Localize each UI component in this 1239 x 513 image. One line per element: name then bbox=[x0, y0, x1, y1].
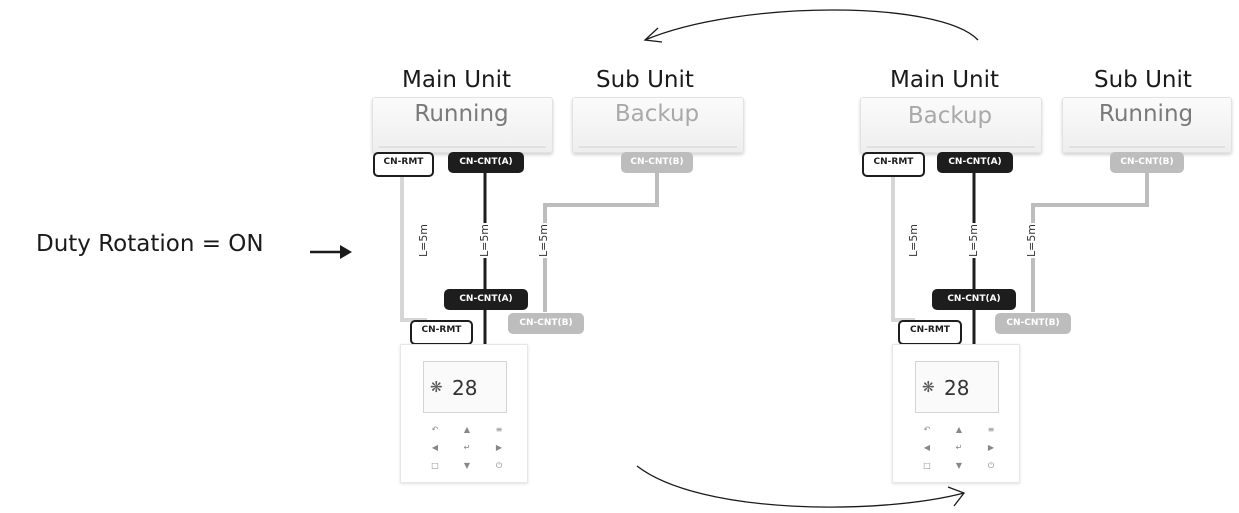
sub-unit-status: Running bbox=[1098, 101, 1194, 127]
remote-display: ❋ 28 bbox=[423, 361, 507, 413]
main-cn-cnt-a-connector: CN-CNT(A) bbox=[448, 152, 524, 173]
main-unit-title: Main Unit bbox=[402, 67, 512, 93]
main-cn-rmt-connector: CN-RMT bbox=[373, 152, 434, 177]
remote-temperature: 28 bbox=[944, 376, 970, 400]
mode-button: □ bbox=[923, 461, 931, 470]
main-unit-status: Backup bbox=[907, 103, 993, 129]
cable-length-2: L=5m bbox=[478, 222, 492, 259]
remote-temperature: 28 bbox=[452, 376, 478, 400]
enter-button: ↵ bbox=[955, 443, 963, 452]
sub-indoor-unit bbox=[572, 97, 744, 153]
fan-icon: ❋ bbox=[922, 378, 935, 396]
back-button: ↶ bbox=[431, 425, 439, 434]
remote-cn-cnt-b-connector: CN-CNT(B) bbox=[995, 313, 1071, 334]
remote-cn-cnt-a-connector: CN-CNT(A) bbox=[932, 289, 1016, 310]
remote-cn-rmt-connector: CN-RMT bbox=[898, 320, 962, 345]
sub-unit-title: Sub Unit bbox=[596, 67, 694, 93]
menu-button: ≡ bbox=[987, 425, 995, 434]
remote-cn-cnt-b-connector: CN-CNT(B) bbox=[508, 313, 584, 334]
wired-remote-controller: ❋ 28 ↶ ▲ ≡ ◀ ↵ ▶ □ ▼ ⏻ bbox=[400, 344, 528, 483]
down-button: ▼ bbox=[955, 461, 963, 470]
duty-rotation-label: Duty Rotation = ON bbox=[36, 231, 264, 257]
cable-length-3: L=5m bbox=[1025, 222, 1039, 259]
up-button: ▲ bbox=[463, 425, 471, 434]
back-button: ↶ bbox=[923, 425, 931, 434]
power-button: ⏻ bbox=[987, 461, 995, 470]
mode-button: □ bbox=[431, 461, 439, 470]
rotation-arrow-bottom-icon bbox=[636, 465, 965, 508]
remote-buttons: ↶ ▲ ≡ ◀ ↵ ▶ □ ▼ ⏻ bbox=[911, 421, 1007, 473]
remote-buttons: ↶ ▲ ≡ ◀ ↵ ▶ □ ▼ ⏻ bbox=[419, 421, 515, 473]
sub-unit-status: Backup bbox=[614, 101, 700, 127]
arrow-right-icon bbox=[310, 245, 352, 259]
left-button: ◀ bbox=[923, 443, 931, 452]
left-button: ◀ bbox=[431, 443, 439, 452]
enter-button: ↵ bbox=[463, 443, 471, 452]
sub-unit-title: Sub Unit bbox=[1094, 67, 1192, 93]
wired-remote-controller: ❋ 28 ↶ ▲ ≡ ◀ ↵ ▶ □ ▼ ⏻ bbox=[892, 344, 1020, 483]
cable-length-1: L=5m bbox=[907, 222, 921, 259]
cable-length-1: L=5m bbox=[417, 222, 431, 259]
main-unit-title: Main Unit bbox=[890, 67, 1000, 93]
right-button: ▶ bbox=[987, 443, 995, 452]
up-button: ▲ bbox=[955, 425, 963, 434]
down-button: ▼ bbox=[463, 461, 471, 470]
sub-cn-cnt-b-connector: CN-CNT(B) bbox=[621, 152, 693, 173]
cable-length-3: L=5m bbox=[537, 222, 551, 259]
right-button: ▶ bbox=[495, 443, 503, 452]
main-unit-status: Running bbox=[414, 101, 509, 127]
menu-button: ≡ bbox=[495, 425, 503, 434]
sub-indoor-unit bbox=[1062, 97, 1232, 153]
main-cn-rmt-connector: CN-RMT bbox=[862, 152, 925, 177]
cable-length-2: L=5m bbox=[967, 222, 981, 259]
remote-cn-rmt-connector: CN-RMT bbox=[410, 320, 473, 345]
sub-cn-cnt-b-connector: CN-CNT(B) bbox=[1110, 152, 1184, 173]
remote-cn-cnt-a-connector: CN-CNT(A) bbox=[444, 289, 528, 310]
main-cn-cnt-a-connector: CN-CNT(A) bbox=[937, 152, 1013, 173]
rotation-arrow-top-icon bbox=[644, 9, 979, 41]
remote-display: ❋ 28 bbox=[915, 361, 999, 413]
power-button: ⏻ bbox=[495, 461, 503, 470]
fan-icon: ❋ bbox=[430, 378, 443, 396]
